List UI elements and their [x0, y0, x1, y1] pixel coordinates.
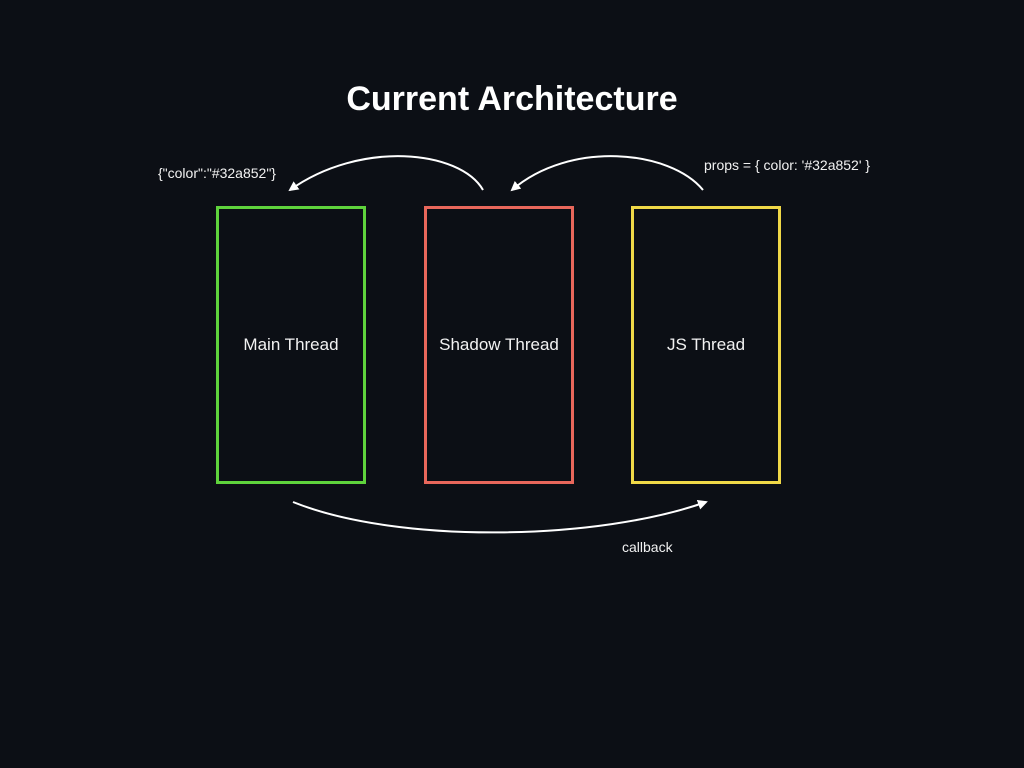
shadow-thread-label: Shadow Thread	[439, 335, 559, 354]
main-thread-label: Main Thread	[243, 335, 339, 354]
js-props-note: props = { color: '#32a852' }	[704, 157, 871, 173]
arrow-js-to-shadow	[510, 155, 704, 192]
js-thread-label: JS Thread	[666, 335, 746, 354]
shadow-thread-box: Shadow Thread	[424, 206, 574, 484]
main-thread-box: Main Thread	[216, 206, 366, 484]
callback-note: callback	[622, 539, 673, 555]
arrow-main-to-js-callback	[292, 499, 708, 534]
page-title: Current Architecture	[346, 80, 678, 118]
main-payload-note: {"color":"#32a852"}	[158, 165, 276, 181]
js-thread-box: JS Thread	[631, 206, 781, 484]
arrow-shadow-to-main	[288, 155, 484, 192]
